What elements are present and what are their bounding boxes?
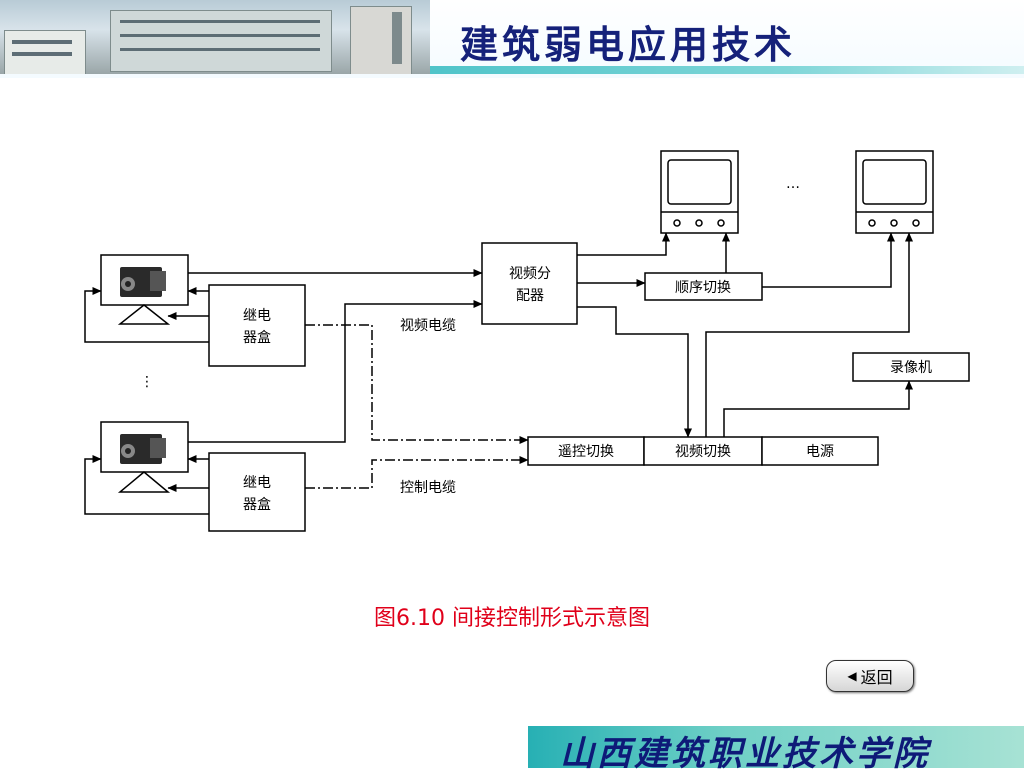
relay1-loop [84, 287, 209, 343]
relay2-loop [84, 455, 209, 515]
cameras-ellipsis: ⋮ [140, 374, 154, 390]
monitor-1-icon [660, 150, 739, 234]
video-cable-label: 视频电缆 [400, 318, 456, 334]
building-photo [0, 0, 430, 74]
back-arrow-icon: ◀ [847, 669, 857, 683]
splitter-to-video-switch [577, 306, 692, 438]
banner-accent-line [430, 66, 1024, 74]
camera-1-icon [100, 254, 189, 325]
footer-org-name: 山西建筑职业技术学院 [560, 734, 930, 774]
relay-box-1-label: 继电器盒 [243, 308, 271, 346]
video-switch-label: 视频切换 [675, 443, 731, 460]
figure-caption: 图6.10 间接控制形式示意图 [374, 606, 650, 631]
splitter-label: 视频分配器 [509, 266, 551, 304]
relay-box-2-label: 继电器盒 [243, 475, 271, 513]
control-cable-1 [305, 324, 529, 444]
video-switch-box [643, 436, 763, 466]
monitors-ellipsis: … [786, 176, 800, 192]
cam2-to-splitter [188, 300, 483, 443]
back-button-label: 返回 [860, 668, 893, 687]
video-switch-to-monitor2 [705, 232, 913, 437]
control-cable-label: 控制电缆 [400, 480, 456, 496]
video-switch-to-vcr [723, 380, 913, 437]
monitor-2-icon [855, 150, 934, 234]
power-label: 电源 [806, 444, 834, 460]
vcr-label: 录像机 [890, 360, 932, 376]
video-splitter-box [481, 242, 578, 325]
remote-switch-box [527, 436, 645, 466]
banner-title: 建筑弱电应用技术 [460, 22, 797, 67]
relay-box-1 [208, 284, 306, 367]
control-cable-2 [305, 456, 529, 489]
sequential-switch-label: 顺序切换 [675, 279, 731, 296]
camera-2-icon [100, 421, 189, 493]
vcr-box [852, 352, 970, 382]
remote-switch-label: 遥控切换 [558, 443, 614, 460]
back-button[interactable]: ◀ 返回 [826, 660, 914, 692]
relay-box-2 [208, 452, 306, 532]
sequential-to-monitor2 [762, 232, 895, 288]
banner: 建筑弱电应用技术 [0, 0, 1024, 78]
footer-band [528, 726, 1024, 768]
power-box [761, 436, 879, 466]
splitter-to-monitor1 [577, 232, 670, 256]
